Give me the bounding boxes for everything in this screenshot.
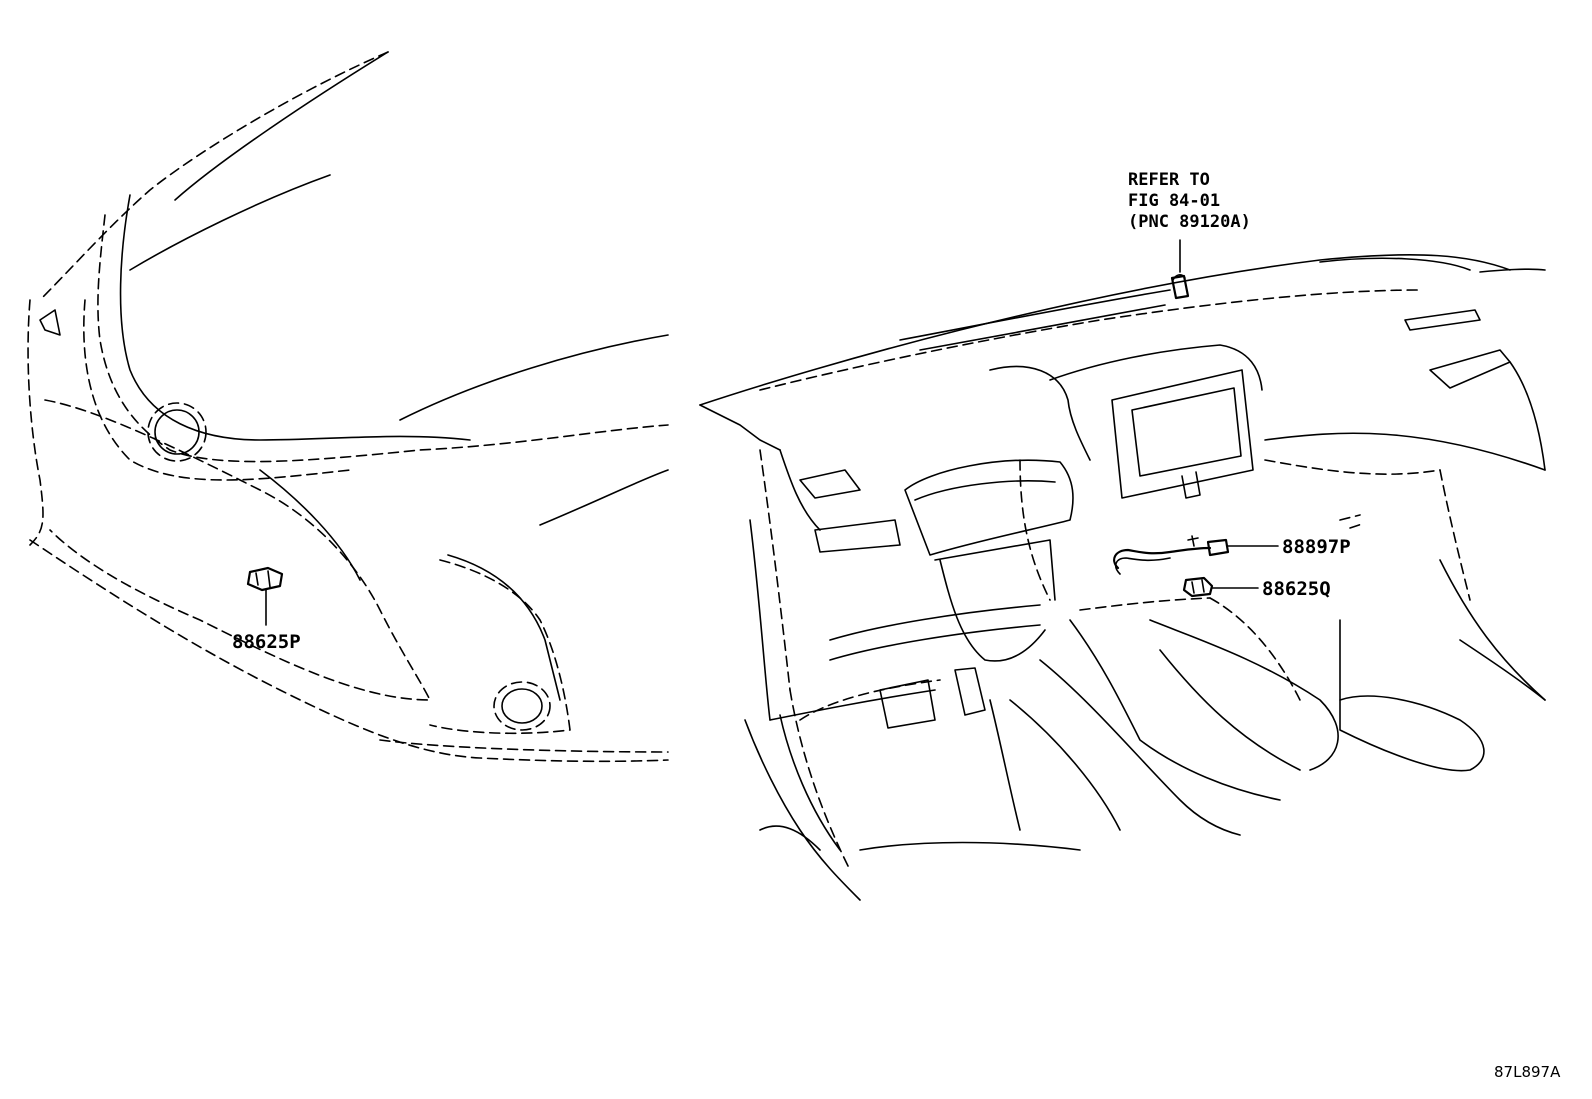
reference-line-1: REFER TO	[1128, 170, 1210, 190]
front-sensor-part-label: 88625P	[232, 631, 301, 653]
harness-part-label: 88897P	[1282, 536, 1351, 558]
front-sensor-icon	[246, 566, 284, 592]
center-display-icon	[1111, 369, 1254, 499]
figure-code: 87L897A	[1494, 1063, 1561, 1081]
front-bumper-view: 88625P	[27, 51, 669, 763]
reference-line-3: (PNC 89120A)	[1128, 212, 1251, 232]
wire-harness-icon	[1113, 535, 1230, 575]
reference-line-2: FIG 84-01	[1128, 191, 1220, 211]
instrument-panel-view: REFER TO FIG 84-01 (PNC 89120A) 88897P 8…	[699, 170, 1546, 901]
cabin-sensor-icon	[1182, 576, 1214, 598]
cabin-sensor-part-label: 88625Q	[1262, 578, 1331, 600]
solar-sensor-icon	[1170, 274, 1190, 300]
